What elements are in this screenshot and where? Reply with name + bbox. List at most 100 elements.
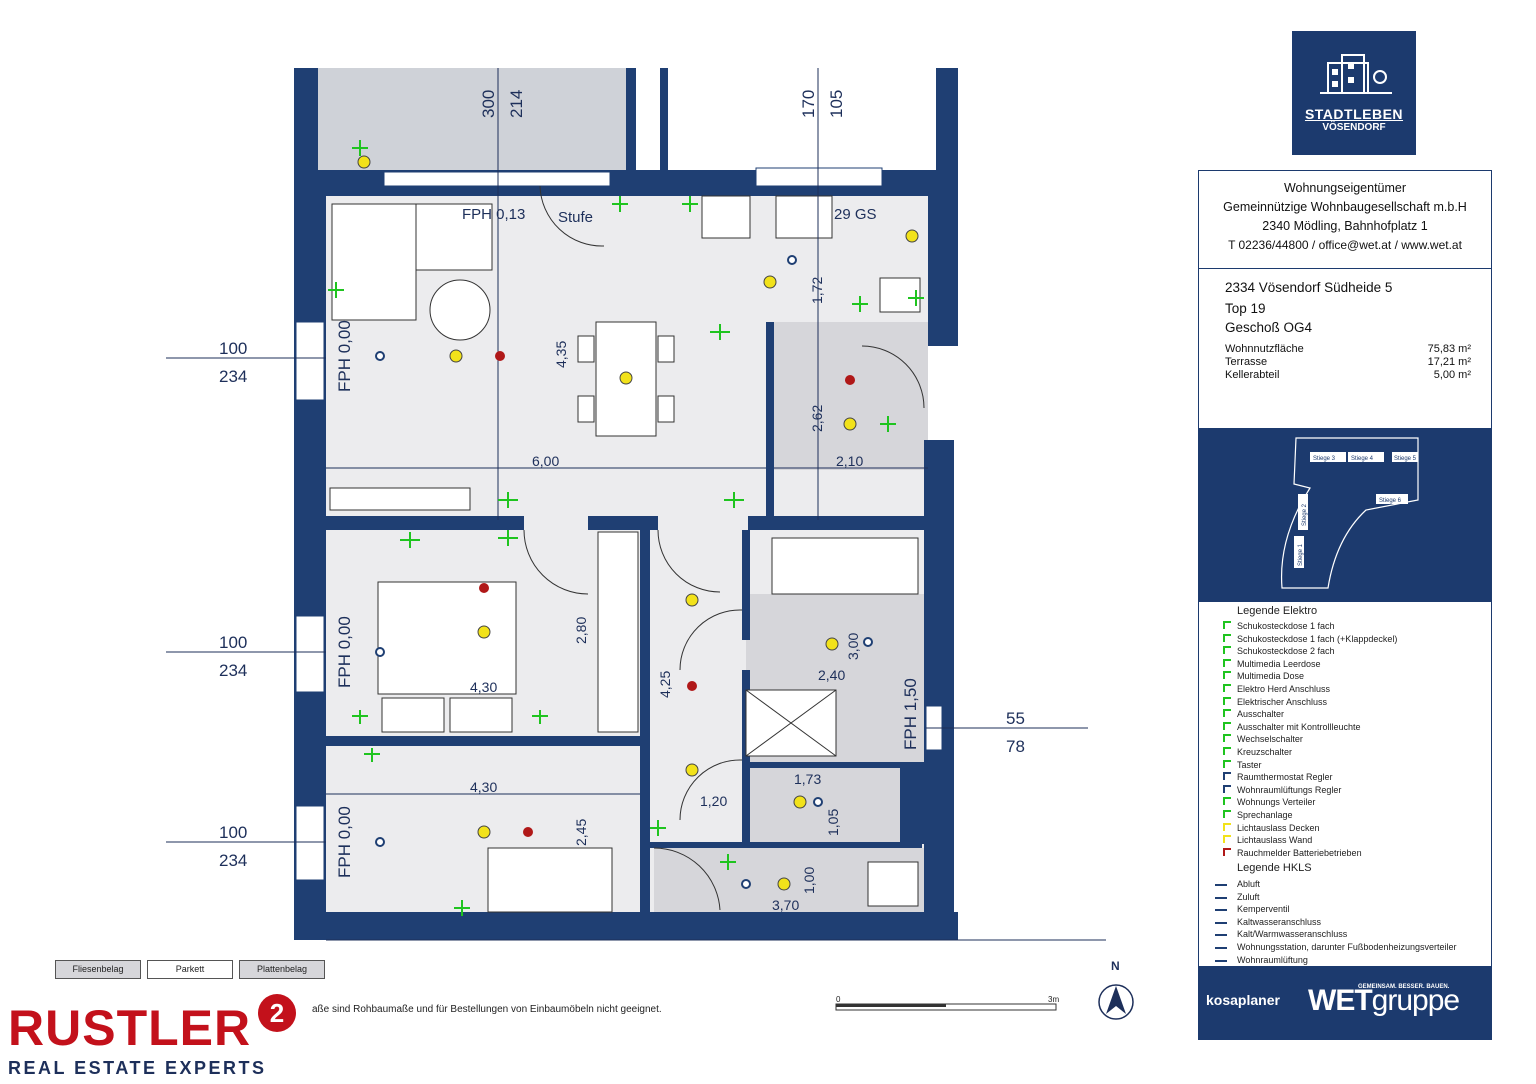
scale-end: 3m [1048, 995, 1059, 1004]
owner-contact: T 02236/44800 / office@wet.at / www.wet.… [1228, 238, 1462, 252]
legend-symbol-icon [1223, 696, 1231, 705]
legend-elektro-item: Multimedia Dose [1223, 670, 1304, 682]
fph-right-label: FPH 1,50 [901, 678, 920, 750]
scale-bar [835, 1003, 1057, 1011]
legend-symbol-icon [1223, 784, 1231, 793]
unit-address: 2334 Vösendorf Südheide 5 [1225, 280, 1393, 295]
dim-bed1-h: 2,80 [573, 617, 589, 644]
dim-bed2-w: 4,30 [470, 779, 497, 795]
dim-ab-w: 3,70 [772, 897, 799, 913]
dim-bed1-w: 4,30 [470, 679, 497, 695]
footer-brands: kosaplaner GEMEINSAM. BESSER. BAUEN. WET… [1198, 966, 1492, 1040]
legend-hkls-item: Abluft [1215, 878, 1260, 890]
legend-elektro-item: Multimedia Leerdose [1223, 658, 1321, 670]
dim-bath2-h: 3,00 [845, 633, 861, 660]
unit-info: 2334 Vösendorf Südheide 5 Top 19 Geschoß… [1198, 268, 1492, 430]
legend-symbol-icon [1215, 955, 1227, 962]
floor-slabs-button[interactable]: Plattenbelag [239, 960, 325, 979]
bathroom-top-floor [772, 322, 928, 470]
dim-left3-a: 100 [219, 823, 247, 842]
legend-elektro-item: Wechselschalter [1223, 733, 1303, 745]
logo-line2: VÖSENDORF [1322, 122, 1386, 133]
windows [295, 167, 943, 881]
wet-slogan: GEMEINSAM. BESSER. BAUEN. [1358, 984, 1450, 990]
legend-hkls-item: Kaltwasseranschluss [1215, 916, 1321, 928]
legend-hkls-item: Wohnungsstation, darunter Fußbodenheizun… [1215, 941, 1456, 953]
dim-bed2-h: 2,45 [573, 819, 589, 846]
legend-symbol-icon [1223, 734, 1231, 743]
terrace-area [318, 68, 626, 170]
legend-hkls-item: Kalt/Warmwasseranschluss [1215, 928, 1347, 940]
rustler-name: RUSTLER [8, 1000, 252, 1056]
door-swings [523, 185, 925, 911]
dim-top-a2: 214 [507, 90, 526, 118]
furniture [329, 195, 921, 913]
fph-left1-label: FPH 0,00 [335, 320, 354, 392]
stiege-3: Stiege 3 [1313, 456, 1336, 462]
dim-k1-h: 1,72 [809, 277, 825, 304]
legend-symbol-icon [1223, 621, 1231, 629]
dim-hall-w: 1,20 [700, 793, 727, 809]
legend-elektro-item: Elektro Herd Anschluss [1223, 683, 1330, 695]
sockets [328, 140, 924, 916]
dim-ab-h: 1,00 [801, 867, 817, 894]
dim-bath2-w: 2,40 [818, 667, 845, 683]
air-vents [375, 255, 873, 889]
legend-elektro-item: Schukosteckdose 1 fach (+Klappdeckel) [1223, 633, 1397, 645]
dim-left1-b: 234 [219, 367, 247, 386]
legend-symbol-icon [1215, 892, 1227, 899]
legend-elektro-item: Ausschalter mit Kontrollleuchte [1223, 721, 1361, 733]
fph-left3-label: FPH 0,00 [335, 806, 354, 878]
north-arrow-icon [1098, 984, 1134, 1020]
shower-tray [745, 689, 837, 757]
legend-elektro-item: Ausschalter [1223, 708, 1284, 720]
walls [294, 68, 958, 940]
legend-symbol-icon [1223, 646, 1231, 655]
floor-plan: FPH 0,13 Stufe 29 GS FPH 0,00 FPH 0,00 F… [166, 68, 1134, 1020]
legend-elektro-item: Rauchmelder Batteriebetrieben [1223, 847, 1362, 859]
legend-elektro-item: Kreuzschalter [1223, 746, 1292, 758]
legend-symbol-icon [1215, 917, 1227, 924]
ceiling-lights [357, 155, 919, 891]
owner-address: 2340 Mödling, Bahnhofplatz 1 [1262, 219, 1428, 233]
stiege-6: Stiege 6 [1379, 498, 1402, 504]
dim-left2-b: 234 [219, 661, 247, 680]
legend-elektro-title: Legende Elektro [1237, 605, 1318, 617]
site-plan: Stiege 3 Stiege 4 Stiege 5 Stiege 6 Stie… [1198, 428, 1492, 602]
floor-tiles-button[interactable]: Fliesenbelag [55, 960, 141, 979]
legend-elektro-item: Lichtauslass Wand [1223, 834, 1312, 846]
fph-left2-label: FPH 0,00 [335, 616, 354, 688]
stadtleben-logo: STADTLEBEN VÖSENDORF [1292, 31, 1416, 155]
legend-elektro-item: Schukosteckdose 2 fach [1223, 645, 1335, 657]
legend-symbol-icon [1223, 759, 1231, 768]
wet-logo: WETgruppe [1308, 984, 1460, 1017]
gs-label: 29 GS [834, 206, 877, 223]
unit-top: Top 19 [1225, 301, 1266, 316]
dim-top-a1: 300 [479, 90, 498, 118]
legend-symbol-icon [1223, 671, 1231, 680]
site-plan-map: Stiege 3 Stiege 4 Stiege 5 Stiege 6 Stie… [1280, 437, 1419, 589]
legend-elektro-item: Raumthermostat Regler [1223, 771, 1333, 783]
legend-hkls-item: Kemperventil [1215, 903, 1290, 915]
building-icon [1320, 54, 1392, 94]
legend-symbol-icon [1215, 942, 1227, 949]
legend-symbol-icon [1223, 658, 1231, 667]
legend-symbol-icon [1223, 747, 1231, 755]
legend-elektro-item: Sprechanlage [1223, 809, 1293, 821]
unit-floor: Geschoß OG4 [1225, 320, 1313, 335]
dim-left1-a: 100 [219, 339, 247, 358]
legend-symbol-icon [1215, 904, 1227, 912]
legend-elektro-item: Lichtauslass Decken [1223, 822, 1320, 834]
stiege-2: Stiege 2 [1302, 503, 1308, 526]
floor-parquet-button[interactable]: Parkett [147, 960, 233, 979]
legend-symbol-icon [1223, 684, 1231, 692]
legend-symbol-icon [1223, 721, 1231, 730]
owner-name: Gemeinnützige Wohnbaugesellschaft m.b.H [1223, 200, 1467, 214]
legend-hkls-item: Zuluft [1215, 891, 1260, 903]
dim-living-h: 4,35 [553, 341, 569, 368]
rustler-tagline: REAL ESTATE EXPERTS [8, 1058, 267, 1078]
